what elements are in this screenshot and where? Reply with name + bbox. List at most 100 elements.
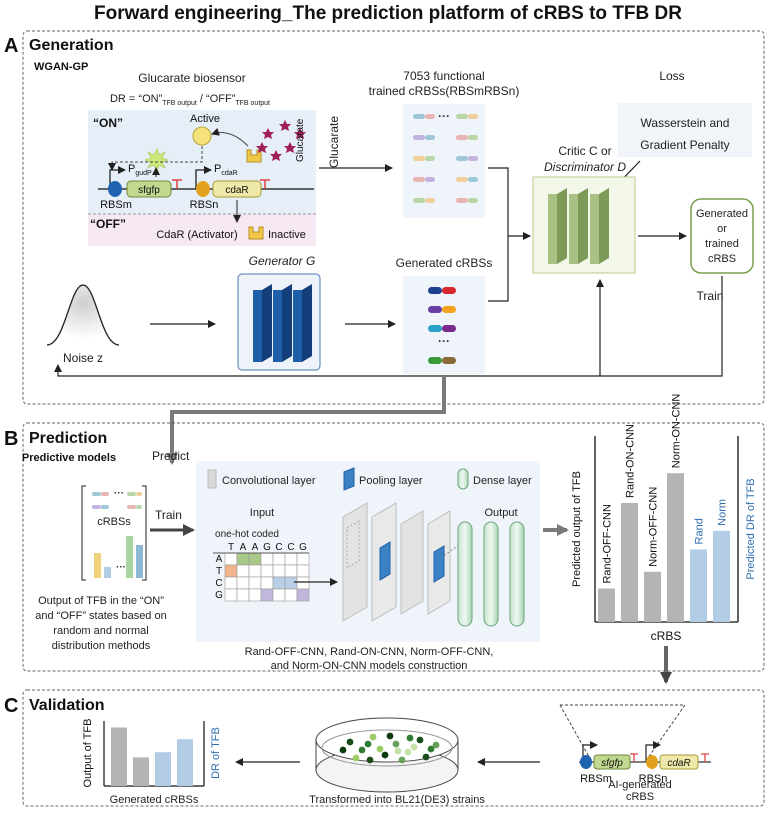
pred-bar-3 xyxy=(667,473,684,622)
figure-title: Forward engineering_The prediction platf… xyxy=(94,3,682,24)
row-letter-2: C xyxy=(215,578,222,589)
trained-crbs-title-1: 7053 functional xyxy=(403,69,484,83)
pred-ylabel-left: Predicted output of TFB xyxy=(571,471,583,587)
loss-box-line-1: Wasserstein and xyxy=(641,116,730,130)
onehot-cell xyxy=(224,576,238,590)
onehot-cell xyxy=(260,588,274,602)
loss-box-line-2: Gradient Penalty xyxy=(640,138,729,152)
dense-layer-legend-icon xyxy=(457,468,469,490)
loss-box xyxy=(618,103,752,157)
section-a-letter: A xyxy=(4,35,18,57)
output-box-line-1: Generated xyxy=(696,208,748,220)
glucarate-stars-icon xyxy=(256,120,306,161)
colony xyxy=(386,732,394,740)
output-desc-1: Output of TFB in the “ON” xyxy=(38,595,164,607)
val-ylabel-left: Output of TFB xyxy=(82,719,94,788)
onehot-cell xyxy=(284,564,298,578)
onehot-cell xyxy=(260,576,274,590)
seq-letter-3: G xyxy=(263,542,271,553)
noise-label: Noise z xyxy=(63,351,103,365)
noise-distribution-icon xyxy=(46,284,120,346)
generated-crbs-label: Generated cRBSs xyxy=(396,256,493,270)
loss-title: Loss xyxy=(659,69,684,83)
generated-crbs-pairs: ··· xyxy=(428,287,456,364)
section-b-frame xyxy=(22,422,765,672)
colony xyxy=(358,746,366,754)
models-caption-2: and Norm-ON-CNN models construction xyxy=(271,660,468,672)
section-a-frame xyxy=(22,30,765,405)
section-c-frame xyxy=(22,689,765,807)
pred-bar-5 xyxy=(713,530,730,622)
rbsn-label: RBSn xyxy=(190,199,219,211)
colony xyxy=(392,740,400,748)
row-letter-0: A xyxy=(216,554,223,565)
pred-bar-label-4: Rand xyxy=(694,518,706,544)
rbsn-marker xyxy=(196,181,210,197)
on-state-label: “ON” xyxy=(93,116,123,130)
output-box-line-2: or xyxy=(717,223,727,235)
pooling-layer-legend: Pooling layer xyxy=(359,475,423,487)
activator-label: CdaR (Activator) xyxy=(156,229,237,241)
svg-text:···: ··· xyxy=(114,488,124,499)
onehot-cell xyxy=(248,552,262,566)
pred-bar-label-1: Rand-ON-CNN xyxy=(625,424,637,498)
onehot-cell xyxy=(248,564,262,578)
c-sfgfp-label: sfgfp xyxy=(601,758,623,769)
row-letter-1: T xyxy=(216,566,222,577)
seq-letter-4: C xyxy=(275,542,282,553)
train-label-b: Train xyxy=(155,508,182,522)
cdar-cup-icon xyxy=(246,149,262,163)
cnn-layers-icon xyxy=(342,502,525,627)
promoter-gudp-label: PgudP xyxy=(128,163,152,177)
onehot-cell xyxy=(236,588,250,602)
colony xyxy=(376,745,384,753)
val-bar-2 xyxy=(155,752,171,786)
cdar-gene xyxy=(212,180,262,198)
onehot-cell xyxy=(296,564,310,578)
colony xyxy=(394,747,402,755)
critic-label-2: Discriminator D xyxy=(544,160,626,174)
gfp-signal-icon xyxy=(144,148,169,172)
onehot-cell xyxy=(272,588,286,602)
onehot-cell xyxy=(224,552,238,566)
predictive-models-label: Predictive models xyxy=(22,452,116,464)
pred-bar-label-2: Norm-OFF-CNN xyxy=(648,487,660,567)
onehot-cell xyxy=(272,576,286,590)
onehot-cell xyxy=(296,552,310,566)
onehot-cell xyxy=(260,564,274,578)
colony xyxy=(381,751,389,759)
seq-letter-1: A xyxy=(240,542,247,553)
section-a-heading: Generation xyxy=(29,37,113,54)
val-bar-caption: Generated cRBSs xyxy=(110,794,199,806)
colony xyxy=(339,746,347,754)
output-desc-2: and “OFF” states based on xyxy=(35,610,166,622)
output-desc-3: random and normal xyxy=(53,625,148,637)
inactive-cdar-icon xyxy=(248,226,264,240)
seq-letter-2: A xyxy=(252,542,259,553)
colony xyxy=(422,753,430,761)
output-desc-4: distribution methods xyxy=(52,640,151,652)
ai-generated-caption-1: AI-generated xyxy=(608,779,672,791)
promoter-cdar-label: PcdaR xyxy=(214,163,238,177)
onehot-cell xyxy=(236,564,250,578)
pred-bar-0 xyxy=(598,588,615,622)
colony xyxy=(427,745,435,753)
wgan-gp-label: WGAN-GP xyxy=(34,61,88,73)
onehot-cell xyxy=(224,588,238,602)
biosensor-title: Glucarate biosensor xyxy=(138,71,245,85)
train-label-a: Train xyxy=(697,289,724,303)
pred-bar-label-0: Rand-OFF-CNN xyxy=(602,504,614,584)
active-cdar-icon xyxy=(192,126,212,146)
crbss-mini-pairs: ··· xyxy=(92,488,142,509)
colony xyxy=(416,736,424,744)
glucarate-side-label: Glucarate xyxy=(327,116,341,168)
cdar-gene-label: cdaR xyxy=(225,185,248,196)
sfgfp-gene xyxy=(126,180,172,198)
rbsm-marker xyxy=(108,181,122,197)
section-c-letter: C xyxy=(4,695,18,717)
trained-crbs-title-2: trained cRBSs(RBSmRBSn) xyxy=(369,84,520,98)
dense-layer-legend: Dense layer xyxy=(473,475,532,487)
off-state-label: “OFF” xyxy=(90,217,126,231)
onehot-cell xyxy=(236,552,250,566)
